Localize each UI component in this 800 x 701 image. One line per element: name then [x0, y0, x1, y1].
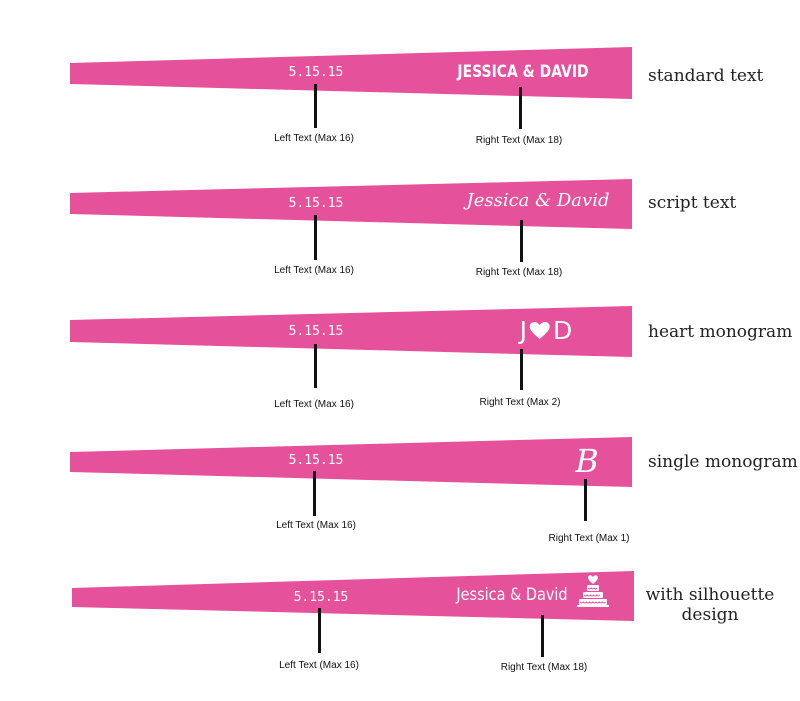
right-text-note: Right Text (Max 1) [548, 533, 630, 544]
band-names: Jessica & David [456, 585, 568, 605]
monogram-left-letter: J [519, 316, 528, 345]
style-label: standard text [648, 66, 764, 86]
band-date: 5.15.15 [288, 65, 344, 80]
ribbon-band [70, 179, 632, 229]
design-row-script: 5.15.15 Jessica & David script text Left… [0, 131, 800, 278]
left-pointer [314, 344, 317, 388]
heart-monogram: J D [520, 318, 573, 343]
ribbon-band [70, 306, 632, 357]
left-text-note: Left Text (Max 16) [274, 265, 354, 276]
right-text-note: Right Text (Max 18) [475, 267, 563, 278]
right-pointer [520, 349, 523, 390]
design-row-standard: 5.15.15 JESSICA & DAVID standard text Le… [0, 0, 800, 146]
style-label: heart monogram [648, 322, 793, 342]
right-text-note: Right Text (Max 18) [475, 135, 563, 146]
band-date: 5.15.15 [288, 196, 344, 211]
band-date: 5.15.15 [288, 324, 344, 339]
left-text-note: Left Text (Max 16) [274, 133, 354, 144]
ribbon-band [70, 47, 632, 99]
left-text-note: Left Text (Max 16) [279, 660, 359, 671]
design-row-silhouette: 5.15.15 Jessica & David with silhouette … [0, 525, 800, 673]
ribbon-band [70, 437, 632, 487]
ribbon-band [72, 571, 634, 621]
left-text-note: Left Text (Max 16) [274, 399, 354, 410]
left-pointer [314, 84, 317, 128]
style-label: with silhouette design [645, 585, 775, 625]
design-row-heart-monogram: 5.15.15 J D heart monogram Left Text (Ma… [0, 258, 800, 410]
style-label: script text [648, 193, 737, 213]
right-text-note: Right Text (Max 2) [479, 397, 561, 408]
heart-icon [530, 321, 551, 339]
design-row-single-monogram: 5.15.15 B single monogram Left Text (Max… [0, 390, 800, 544]
right-text-note: Right Text (Max 18) [500, 662, 588, 673]
band-names: Jessica & David [466, 190, 610, 211]
left-pointer [318, 608, 321, 653]
left-text-note: Left Text (Max 16) [276, 520, 356, 531]
right-pointer [519, 87, 522, 129]
left-pointer [313, 471, 316, 516]
right-pointer [584, 479, 587, 521]
style-label: single monogram [648, 452, 798, 472]
band-date: 5.15.15 [288, 453, 344, 468]
right-pointer [520, 220, 523, 262]
band-date: 5.15.15 [293, 590, 349, 605]
left-pointer [314, 215, 317, 260]
right-pointer [541, 615, 544, 657]
single-monogram-letter: B [575, 442, 599, 480]
cake-icon [577, 575, 609, 607]
band-names: JESSICA & DAVID [457, 62, 589, 82]
monogram-right-letter: D [553, 316, 573, 345]
